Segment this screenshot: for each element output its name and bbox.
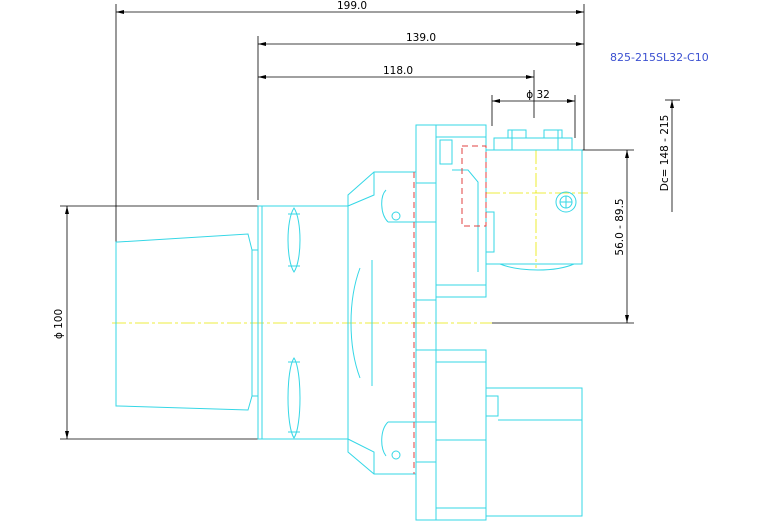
adjust-screw [555,191,577,213]
dim-length-139: 139.0 [406,32,436,44]
body-screw-lower [391,450,401,460]
tool-collar [257,205,349,440]
clamp-screw-1 [507,129,527,138]
lower-insert-holder [485,387,583,517]
body-screw-upper [391,211,401,221]
coolant-slot-lower [287,357,301,439]
part-code-label: 825-215SL32-C10 [610,51,709,64]
dim-shank-diameter: ϕ 100 [53,309,65,339]
hidden-lines [413,145,487,474]
clamp-screw-2 [543,129,563,138]
dim-bore-diameter: ϕ 32 [526,89,550,101]
dim-length-118: 118.0 [383,65,413,77]
tool-neck [347,171,436,206]
dim-height-range: 56.0 - 89.5 [614,198,626,255]
dimension-arrows [65,10,674,439]
upper-insert-holder [485,149,583,265]
coolant-slot-upper [287,207,301,273]
centerlines [112,150,588,324]
dimension-lines [60,4,680,440]
tool-shank [115,233,253,411]
lower-cartridge [435,349,487,521]
dim-cutting-diameter: Dc= 148 - 215 [659,115,671,192]
head-plate [415,124,437,521]
dim-overall-length: 199.0 [337,0,367,12]
tool-body-outline [115,124,583,521]
